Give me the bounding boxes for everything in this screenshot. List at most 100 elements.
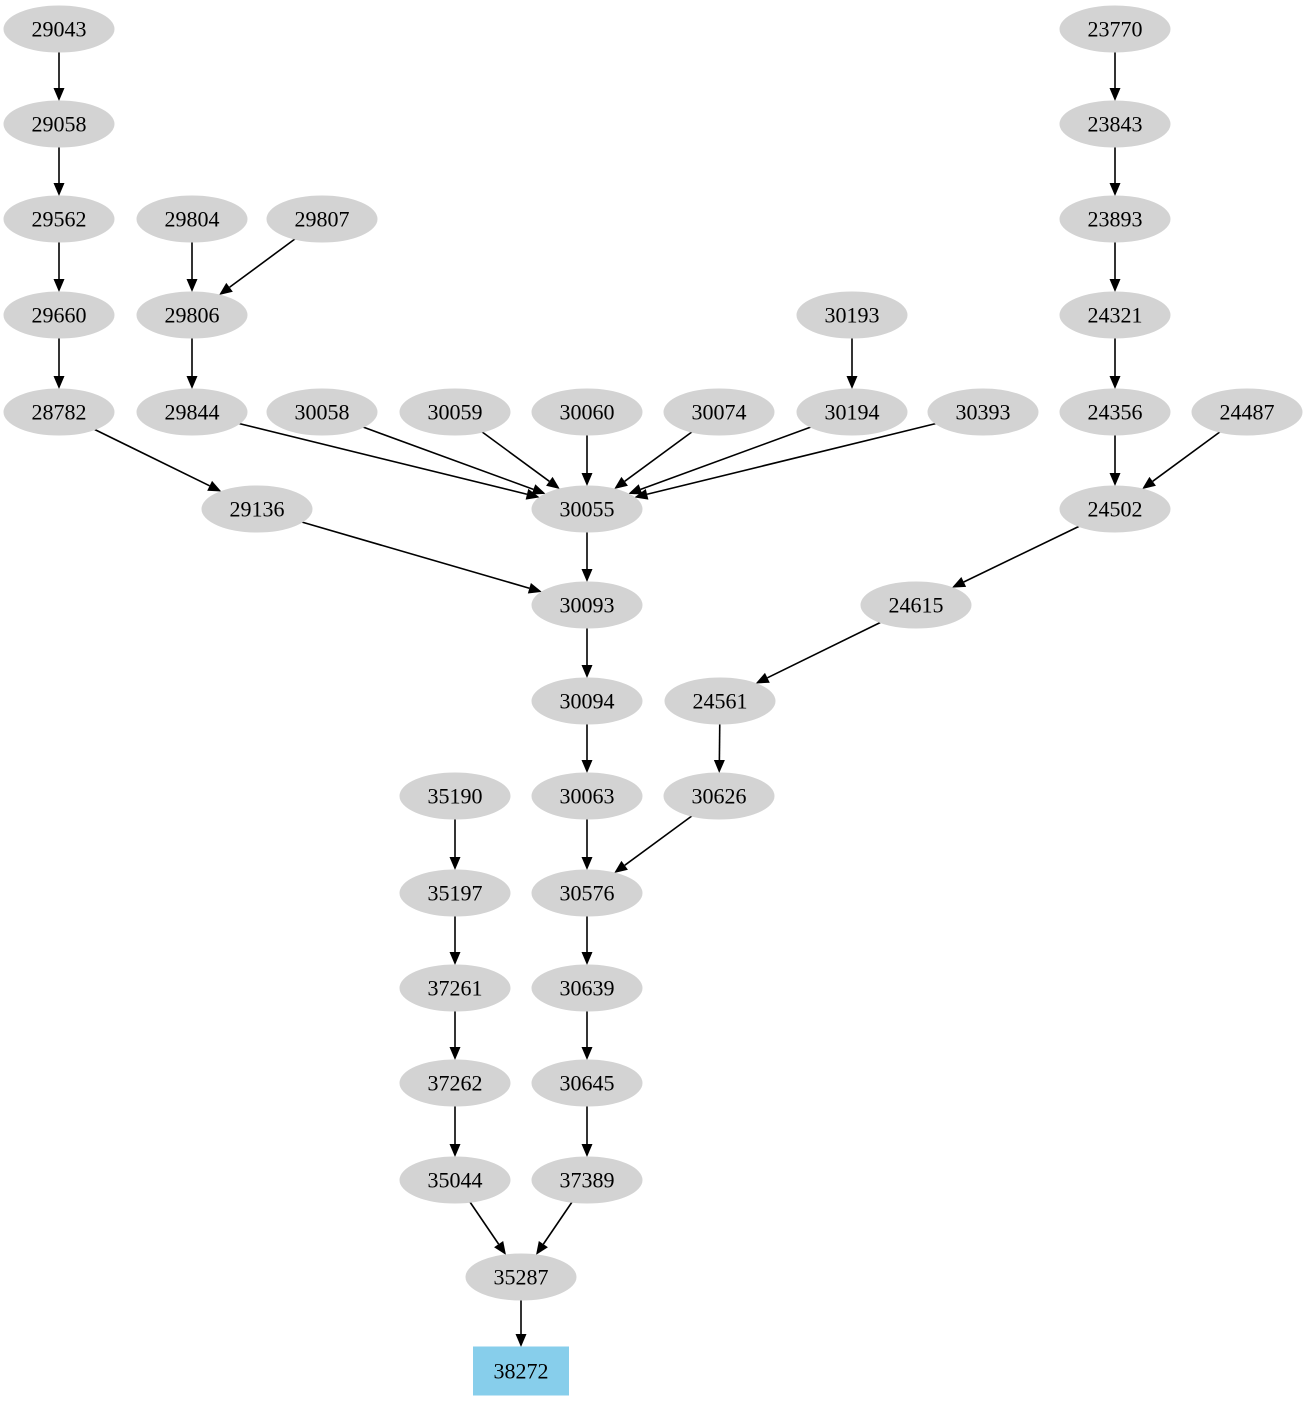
edge-30645-37389 [581,1106,593,1157]
edge-30059-30055 [481,431,560,490]
node-30063: 30063 [531,772,643,820]
node-label: 30055 [560,497,615,522]
node-label: 38272 [494,1359,549,1384]
node-35287: 35287 [465,1253,577,1301]
node-ellipse-shape [1059,485,1171,533]
node-ellipse-shape [201,485,313,533]
edge-24487-24502 [1142,431,1221,490]
node-ellipse-shape [1059,388,1171,436]
node-label: 29807 [295,207,350,232]
node-label: 24321 [1088,303,1143,328]
node-24356: 24356 [1059,388,1171,436]
node-29562: 29562 [3,195,115,243]
node-label: 37261 [428,976,483,1001]
node-label: 35197 [428,881,483,906]
arrowhead-icon [952,577,967,588]
arrowhead-icon [494,1241,506,1255]
node-label: 30063 [560,784,615,809]
arrowhead-icon [207,480,222,492]
arrowhead-icon [628,484,643,495]
arrowhead-icon [186,279,198,292]
arrowhead-icon [53,279,65,292]
edge-30194-30055 [628,426,811,495]
node-ellipse-shape [927,388,1039,436]
edge-24356-24502 [1109,435,1121,486]
node-label: 30093 [560,593,615,618]
node-29844: 29844 [136,388,248,436]
node-29043: 29043 [3,5,115,53]
node-label: 30626 [692,784,747,809]
node-label: 30576 [560,881,615,906]
edge-29807-29806 [219,238,296,295]
node-23893: 23893 [1059,195,1171,243]
edge-line [1152,431,1221,482]
node-30193: 30193 [796,291,908,339]
arrowhead-icon [53,183,65,196]
edge-28782-29136 [94,428,222,492]
edge-line [646,422,936,496]
node-30094: 30094 [531,677,643,725]
node-ellipse-shape [1059,291,1171,339]
node-ellipse-shape [531,772,643,820]
node-24321: 24321 [1059,291,1171,339]
arrowhead-icon [581,1144,593,1157]
edge-35190-35197 [449,819,461,870]
edge-29043-29058 [53,52,65,101]
node-label: 30094 [560,689,615,714]
edge-30393-30055 [634,422,936,500]
arrowhead-icon [449,952,461,965]
arrowhead-icon [449,857,461,870]
node-ellipse-shape [136,388,248,436]
node-30093: 30093 [531,581,643,629]
arrowhead-icon [634,488,649,500]
node-ellipse-shape [531,1156,643,1204]
node-37389: 37389 [531,1156,643,1204]
edge-29844-30055 [239,422,540,500]
node-label: 35044 [428,1168,483,1193]
node-box-shape [473,1346,569,1396]
arrowhead-icon [1109,376,1121,389]
node-label: 30193 [825,303,880,328]
node-label: 23843 [1088,112,1143,137]
node-label: 29058 [32,112,87,137]
node-30074: 30074 [663,388,775,436]
node-ellipse-shape [531,869,643,917]
arrowhead-icon [53,88,65,101]
node-label: 29804 [165,207,220,232]
edge-line [481,431,550,482]
edge-30626-30576 [614,815,693,874]
node-ellipse-shape [399,869,511,917]
arrowhead-icon [1109,473,1121,486]
node-29804: 29804 [136,195,248,243]
node-label: 29844 [165,400,220,425]
node-label: 30058 [295,400,350,425]
node-24615: 24615 [860,581,972,629]
arrowhead-icon [614,860,628,874]
arrowhead-icon [449,1144,461,1157]
node-label: 29136 [230,497,285,522]
node-30393: 30393 [927,388,1039,436]
arrowhead-icon [581,760,593,773]
node-ellipse-shape [664,677,776,725]
edge-line [640,426,811,491]
node-ellipse-shape [399,1156,511,1204]
node-label: 37262 [428,1071,483,1096]
node-label: 29660 [32,303,87,328]
edge-29804-29806 [186,242,198,292]
node-29058: 29058 [3,100,115,148]
edge-30094-30063 [581,724,593,773]
node-label: 30393 [956,400,1011,425]
node-ellipse-shape [531,485,643,533]
node-30060: 30060 [531,388,643,436]
node-ellipse-shape [1059,195,1171,243]
edge-24321-24356 [1109,338,1121,389]
arrowhead-icon [531,484,546,495]
arrowhead-icon [536,1241,548,1255]
node-23770: 23770 [1059,5,1171,53]
edge-35044-35287 [469,1201,506,1255]
edge-37389-35287 [536,1201,573,1255]
node-ellipse-shape [465,1253,577,1301]
node-ellipse-shape [3,100,115,148]
node-30576: 30576 [531,869,643,917]
